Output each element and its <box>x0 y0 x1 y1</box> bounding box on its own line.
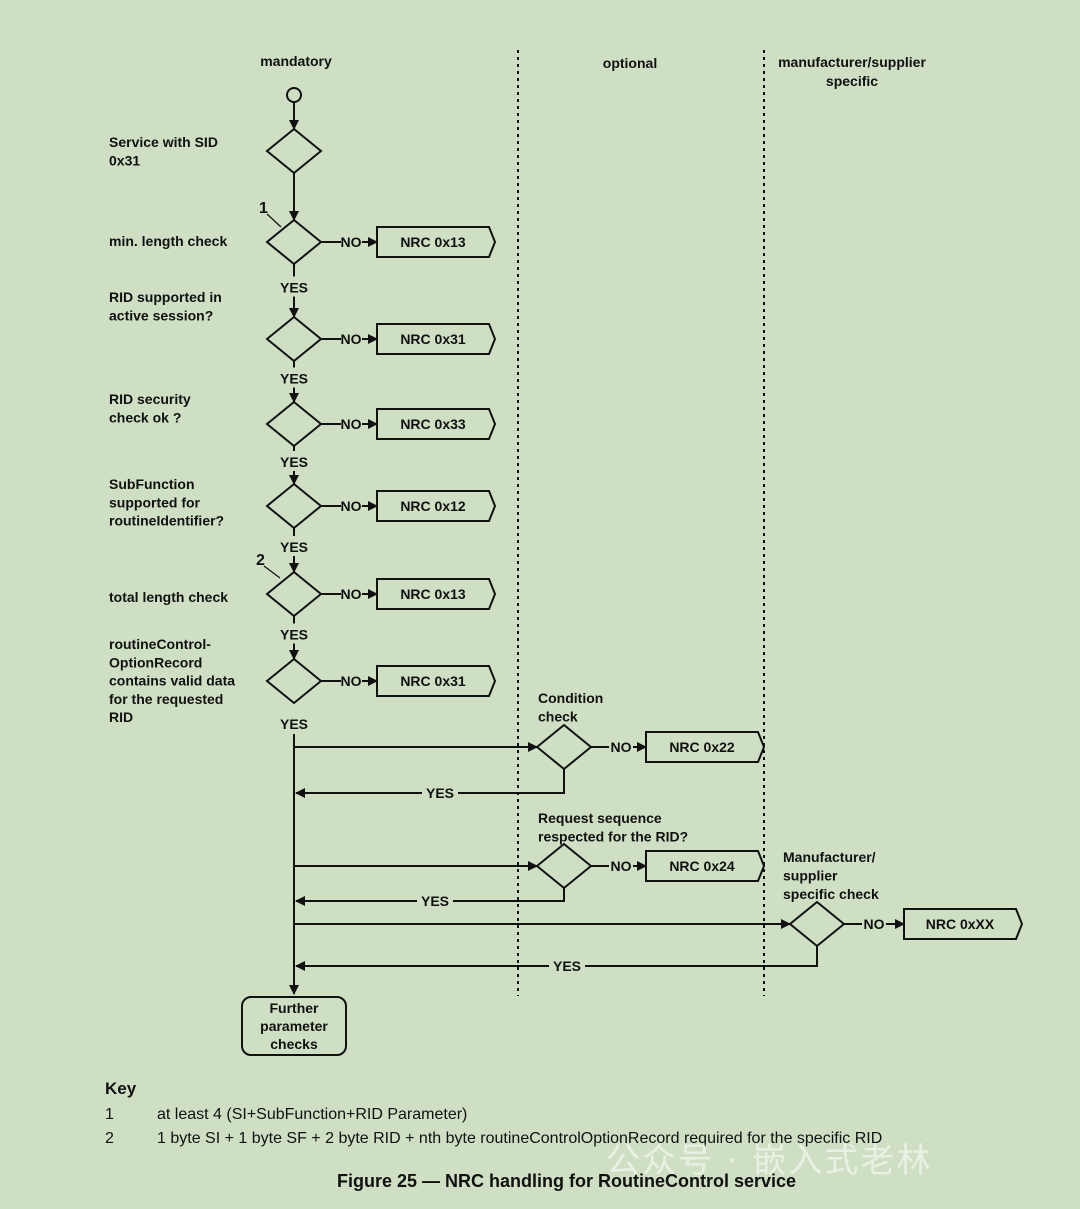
yes-label: YES <box>280 454 308 470</box>
no-label: NO <box>341 331 362 347</box>
check-label-7-line-2: OptionRecord <box>109 654 202 670</box>
no-label: NO <box>341 234 362 250</box>
yes-return-line <box>458 769 565 794</box>
column-header-manufacturer: manufacturer/supplier <box>778 54 926 70</box>
side-check-label-1-line-2: check <box>538 709 578 725</box>
nrc-box-label: NRC 0x22 <box>669 739 735 755</box>
marker-1-leader <box>266 213 282 228</box>
no-label: NO <box>341 673 362 689</box>
key-row-number: 1 <box>105 1106 114 1123</box>
key-row-number: 2 <box>105 1130 114 1147</box>
check-diamond-5 <box>265 482 323 530</box>
check-diamond-2 <box>265 218 323 266</box>
check-label-2-line-1: min. length check <box>109 233 227 249</box>
yes-label: YES <box>426 785 454 801</box>
key-title: Key <box>105 1079 137 1098</box>
nrc-box-label: NRC 0x24 <box>669 858 735 874</box>
nrc-box-2 <box>376 323 497 355</box>
no-label: NO <box>611 739 632 755</box>
no-label: NO <box>341 586 362 602</box>
yes-label: YES <box>280 539 308 555</box>
side-check-label-3-line-3: specific check <box>783 886 879 902</box>
nrc-box-side-1 <box>645 850 766 882</box>
marker-1: 1 <box>259 200 268 217</box>
check-label-7-line-1: routineControl- <box>109 636 211 652</box>
side-check-diamond-2 <box>535 842 593 890</box>
yes-label: YES <box>280 716 308 732</box>
yes-label: YES <box>280 627 308 643</box>
nrc-box-label: NRC 0xXX <box>926 916 995 932</box>
key-row-2: 2 1 byte SI + 1 byte SF + 2 byte RID + nt… <box>105 1130 882 1148</box>
nrc-box-1 <box>376 226 497 258</box>
key-row-1: 1 at least 4 (SI+SubFunction+RID Paramete… <box>105 1106 467 1124</box>
check-label-7-line-4: for the requested <box>109 691 223 707</box>
column-header-mandatory: mandatory <box>260 53 332 69</box>
further-parameter-checks-box <box>241 996 347 1056</box>
check-label-4-line-1: RID security <box>109 391 191 407</box>
check-label-3-line-2: active session? <box>109 307 213 323</box>
nrc-box-5 <box>376 578 497 610</box>
no-label: NO <box>341 498 362 514</box>
start-node <box>286 87 302 103</box>
further-parameter-checks-line-1: Further <box>270 1000 320 1016</box>
check-diamond-3 <box>265 315 323 363</box>
marker-2: 2 <box>256 552 265 569</box>
nrc-box-side-2 <box>903 908 1024 940</box>
side-check-diamond-3 <box>788 900 846 948</box>
figure-caption: Figure 25 — NRC handling for RoutineCont… <box>336 1171 797 1191</box>
side-check-diamond-1 <box>535 723 593 771</box>
yes-return-line <box>585 946 818 967</box>
check-label-6-line-1: total length check <box>109 589 228 605</box>
nrc-box-label: NRC 0x31 <box>400 673 466 689</box>
column-header-manufacturer-2: specific <box>826 73 878 89</box>
side-check-label-1-line-1: Condition <box>538 690 603 706</box>
no-label: NO <box>341 416 362 432</box>
nrc-box-label: NRC 0x31 <box>400 331 466 347</box>
check-label-1-line-2: 0x31 <box>109 152 140 168</box>
nrc-box-3 <box>376 408 497 440</box>
yes-return-line <box>453 888 565 902</box>
check-diamond-6 <box>265 570 323 618</box>
nrc-box-4 <box>376 490 497 522</box>
side-check-label-2-line-2: respected for the RID? <box>538 829 688 845</box>
check-diamond-1 <box>265 127 323 175</box>
further-parameter-checks-line-2: parameter <box>260 1018 328 1034</box>
nrc-box-label: NRC 0x13 <box>400 234 466 250</box>
check-label-5-line-1: SubFunction <box>109 476 195 492</box>
side-check-label-3-line-2: supplier <box>783 868 838 884</box>
check-label-1-line-1: Service with SID <box>109 134 218 150</box>
marker-2-leader <box>263 565 281 579</box>
check-label-7-line-5: RID <box>109 709 133 725</box>
check-label-5-line-3: routineIdentifier? <box>109 513 224 529</box>
side-check-label-3-line-1: Manufacturer/ <box>783 849 876 865</box>
check-diamond-7 <box>265 657 323 705</box>
watermark: 公众号 · 嵌入式老林 <box>606 1141 933 1181</box>
check-label-4-line-2: check ok ? <box>109 409 181 425</box>
nrc-box-label: NRC 0x33 <box>400 416 466 432</box>
yes-label: YES <box>280 280 308 296</box>
check-label-3-line-1: RID supported in <box>109 289 222 305</box>
key-row-text: 1 byte SI + 1 byte SF + 2 byte RID + nth… <box>157 1130 883 1147</box>
side-check-label-2-line-1: Request sequence <box>538 810 662 826</box>
key-row-text: at least 4 (SI+SubFunction+RID Parameter… <box>157 1106 468 1123</box>
nrc-box-6 <box>376 665 497 697</box>
nrc-box-side-0 <box>645 731 766 763</box>
check-diamond-4 <box>265 400 323 448</box>
column-header-optional: optional <box>603 55 657 71</box>
yes-label: YES <box>280 371 308 387</box>
flowchart: mandatory optional manufacturer/supplier… <box>109 50 1024 1056</box>
no-label: NO <box>864 916 885 932</box>
check-label-5-line-2: supported for <box>109 494 201 510</box>
no-label: NO <box>611 858 632 874</box>
further-parameter-checks-line-3: checks <box>270 1036 318 1052</box>
check-label-7-line-3: contains valid data <box>109 673 235 689</box>
nrc-box-label: NRC 0x13 <box>400 586 466 602</box>
yes-label: YES <box>553 958 581 974</box>
nrc-box-label: NRC 0x12 <box>400 498 466 514</box>
yes-label: YES <box>421 893 449 909</box>
